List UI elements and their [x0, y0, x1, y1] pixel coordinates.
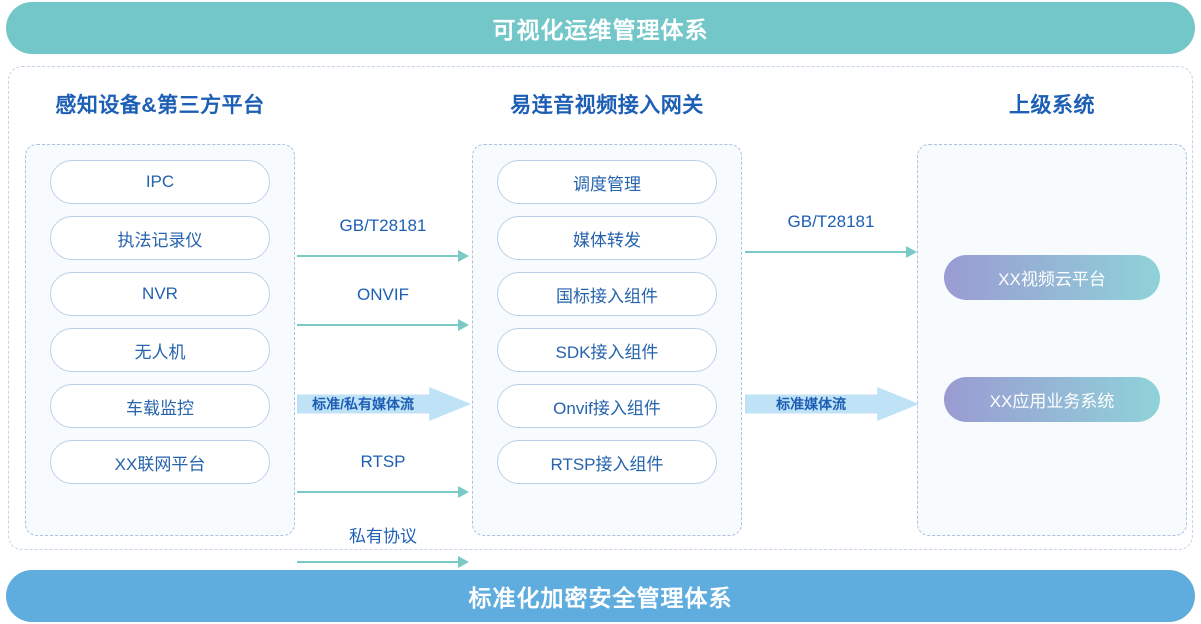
arrow-line — [297, 255, 459, 257]
list-item[interactable]: Onvif接入组件 — [497, 384, 717, 428]
diagram-frame: 感知设备&第三方平台 IPC 执法记录仪 NVR 无人机 车载监控 XX联网平台… — [8, 66, 1193, 568]
connector-onvif-left: ONVIF — [297, 285, 469, 334]
list-item[interactable]: XX视频云平台 — [944, 255, 1160, 300]
list-item[interactable]: XX联网平台 — [50, 440, 270, 484]
block-arrow-media-stream-left: 标准/私有媒体流 — [297, 387, 471, 421]
spacer — [944, 160, 1160, 255]
connector-label: RTSP — [360, 452, 406, 471]
top-banner: 可视化运维管理体系 — [6, 2, 1195, 54]
connector-label: ONVIF — [357, 285, 409, 304]
block-arrow-standard-media-stream-right: 标准媒体流 — [745, 387, 919, 421]
list-item[interactable]: 执法记录仪 — [50, 216, 270, 260]
middle-panel: 调度管理 媒体转发 国标接入组件 SDK接入组件 Onvif接入组件 RTSP接… — [472, 144, 742, 536]
connector-gbt28181-left: GB/T28181 — [297, 216, 469, 265]
list-item[interactable]: IPC — [50, 160, 270, 204]
arrow-head-icon — [458, 319, 469, 331]
list-item[interactable]: SDK接入组件 — [497, 328, 717, 372]
connector-rtsp-left: RTSP — [297, 452, 469, 501]
bottom-banner-label: 标准化加密安全管理体系 — [468, 585, 733, 611]
column-upper-system: 上级系统 XX视频云平台 XX应用业务系统 — [917, 67, 1187, 536]
column-sensing-devices: 感知设备&第三方平台 IPC 执法记录仪 NVR 无人机 车载监控 XX联网平台 — [25, 67, 295, 536]
list-item[interactable]: 国标接入组件 — [497, 272, 717, 316]
arrow-head-icon — [906, 246, 917, 258]
block-arrow-label: 标准媒体流 — [776, 396, 847, 412]
right-panel: XX视频云平台 XX应用业务系统 — [917, 144, 1187, 536]
list-item[interactable]: 媒体转发 — [497, 216, 717, 260]
arrow-head-icon — [458, 250, 469, 262]
column-access-gateway: 易连音视频接入网关 调度管理 媒体转发 国标接入组件 SDK接入组件 Onvif… — [472, 67, 742, 536]
left-panel: IPC 执法记录仪 NVR 无人机 车载监控 XX联网平台 — [25, 144, 295, 536]
list-item[interactable]: 调度管理 — [497, 160, 717, 204]
list-item[interactable]: 无人机 — [50, 328, 270, 372]
arrow-head-icon — [458, 556, 469, 568]
bottom-banner: 标准化加密安全管理体系 — [6, 570, 1195, 622]
connector-label: GB/T28181 — [787, 212, 875, 231]
top-banner-label: 可视化运维管理体系 — [492, 17, 709, 43]
connector-private-protocol-left: 私有协议 — [297, 525, 469, 571]
arrow-line — [297, 324, 459, 326]
arrow-line — [297, 491, 459, 493]
list-item[interactable]: XX应用业务系统 — [944, 377, 1160, 422]
arrow-head-icon — [458, 486, 469, 498]
arrow-line — [297, 561, 459, 563]
connector-label: GB/T28181 — [339, 216, 427, 235]
block-arrow-label: 标准/私有媒体流 — [312, 396, 415, 412]
connector-gbt28181-right: GB/T28181 — [745, 212, 917, 261]
arrow-line — [745, 251, 907, 253]
column-title-right: 上级系统 — [1009, 94, 1095, 117]
column-title-middle: 易连音视频接入网关 — [510, 94, 704, 117]
list-item[interactable]: 车载监控 — [50, 384, 270, 428]
spacer — [944, 300, 1160, 377]
list-item[interactable]: NVR — [50, 272, 270, 316]
connector-label: 私有协议 — [349, 527, 417, 546]
column-title-left: 感知设备&第三方平台 — [55, 94, 265, 117]
list-item[interactable]: RTSP接入组件 — [497, 440, 717, 484]
